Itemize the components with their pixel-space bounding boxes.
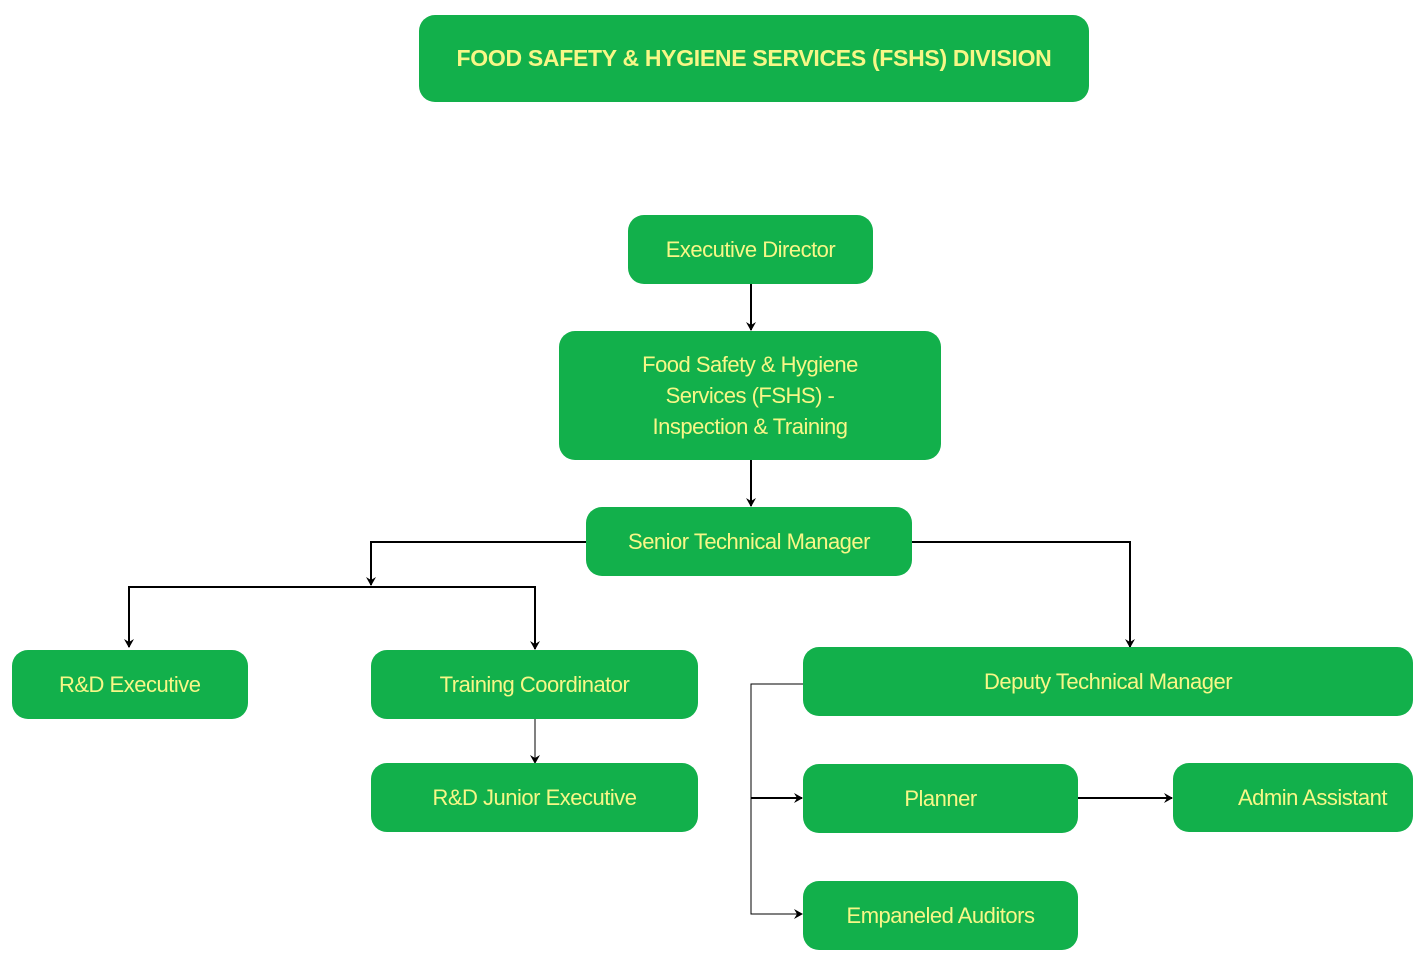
node-rd-executive: R&D Executive (12, 650, 248, 719)
node-deputy-technical-manager: Deputy Technical Manager (803, 647, 1413, 716)
node-rd-junior-executive: R&D Junior Executive (371, 763, 698, 832)
node-label: Admin Assistant (1237, 785, 1388, 810)
node-training-coordinator: Training Coordinator (371, 650, 698, 719)
node-label: Senior Technical Manager (628, 529, 870, 554)
division-title-text: FOOD SAFETY & HYGIENE SERVICES (FSHS) DI… (456, 45, 1052, 71)
node-empaneled-auditors: Empaneled Auditors (803, 881, 1078, 950)
node-label-line1: Food Safety & Hygiene (642, 352, 858, 377)
node-admin-assistant: Admin Assistant (1173, 763, 1413, 832)
node-executive-director: Executive Director (628, 215, 873, 284)
node-senior-technical-manager: Senior Technical Manager (586, 507, 912, 576)
node-label-line3: Inspection & Training (652, 414, 848, 439)
node-planner: Planner (803, 764, 1078, 833)
edge-branch-to-rd-executive (124, 586, 371, 648)
node-label: R&D Junior Executive (432, 785, 637, 810)
edge-branch-to-training-coordinator (371, 586, 540, 650)
division-title: FOOD SAFETY & HYGIENE SERVICES (FSHS) DI… (419, 15, 1089, 102)
node-label: R&D Executive (59, 672, 201, 697)
node-label: Deputy Technical Manager (983, 669, 1233, 694)
node-label: Empaneled Auditors (846, 903, 1035, 928)
node-label: Executive Director (665, 237, 836, 262)
node-label-line2: Services (FSHS) - (665, 383, 835, 408)
edge-senior-to-deputy (912, 541, 1135, 648)
edge-senior-to-branch (366, 541, 586, 586)
node-label: Planner (904, 786, 977, 811)
node-label: Training Coordinator (439, 672, 630, 697)
node-fshs-inspection-training: Food Safety & Hygiene Services (FSHS) - … (559, 331, 941, 460)
